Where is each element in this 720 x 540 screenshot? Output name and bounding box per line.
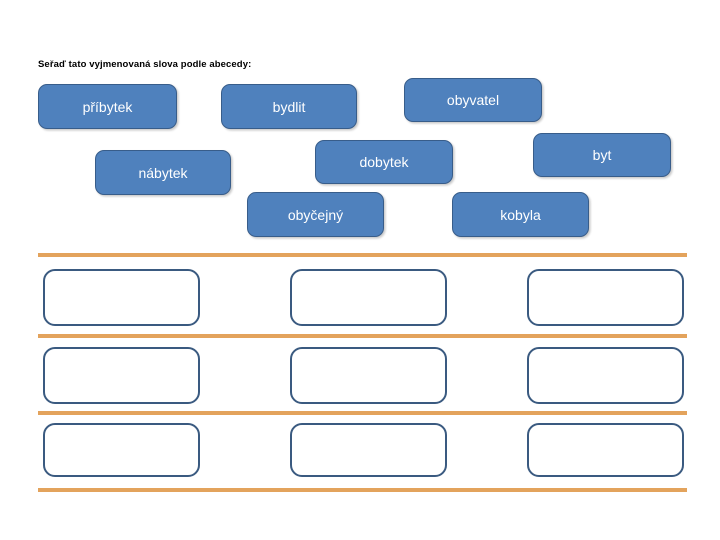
word-chip[interactable]: bydlit — [221, 84, 357, 129]
divider-rule — [38, 253, 687, 257]
divider-rule — [38, 411, 687, 415]
word-chip[interactable]: byt — [533, 133, 671, 177]
word-chip[interactable]: příbytek — [38, 84, 177, 129]
answer-slot[interactable] — [290, 423, 447, 477]
page-title: Seřaď tato vyjmenovaná slova podle abece… — [38, 59, 252, 70]
word-chip[interactable]: dobytek — [315, 140, 453, 184]
answer-slot[interactable] — [527, 347, 684, 404]
answer-slot[interactable] — [290, 347, 447, 404]
answer-slot[interactable] — [43, 423, 200, 477]
answer-slot[interactable] — [290, 269, 447, 326]
word-chip[interactable]: obyčejný — [247, 192, 384, 237]
word-chip[interactable]: obyvatel — [404, 78, 542, 122]
divider-rule — [38, 334, 687, 338]
divider-rule — [38, 488, 687, 492]
answer-slot[interactable] — [527, 269, 684, 326]
answer-slot[interactable] — [43, 347, 200, 404]
word-chip[interactable]: nábytek — [95, 150, 231, 195]
answer-slot[interactable] — [527, 423, 684, 477]
word-chip[interactable]: kobyla — [452, 192, 589, 237]
answer-slot[interactable] — [43, 269, 200, 326]
